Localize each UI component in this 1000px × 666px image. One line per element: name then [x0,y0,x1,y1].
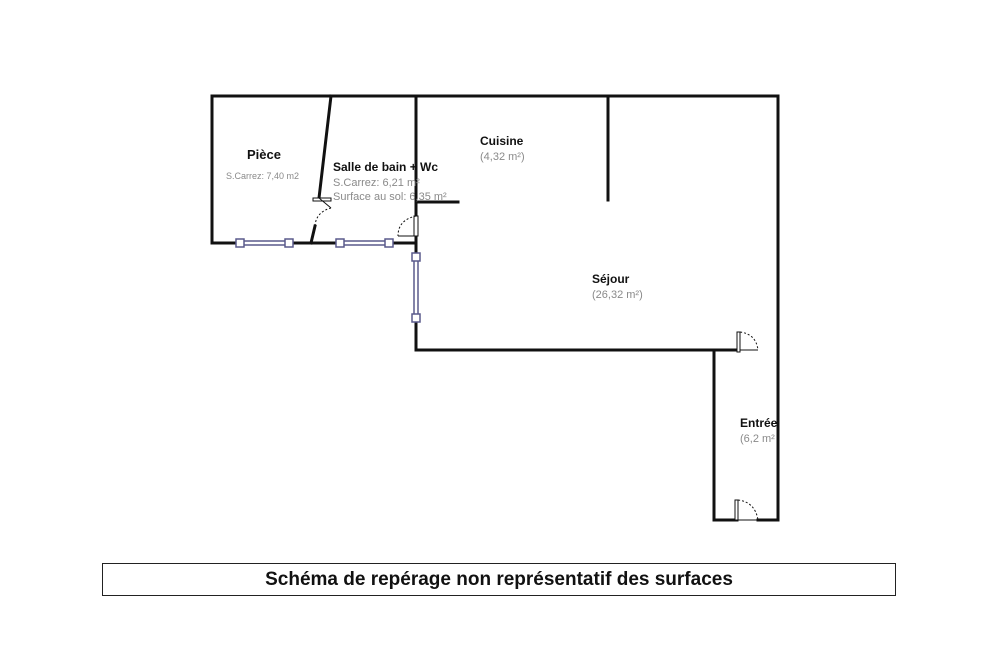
room-name-entree: Entrée [740,416,778,430]
room-labels: Pièce S.Carrez: 7,40 m2 Salle de bain + … [226,134,778,445]
wall-piece-sdb-slanted-lower [309,224,317,245]
window-sejour [411,252,421,323]
plan-disclaimer-caption: Schéma de repérage non représentatif des… [102,563,896,596]
windows [235,238,421,323]
room-name-piece: Pièce [247,147,281,162]
room-name-cuisine: Cuisine [480,134,524,148]
room-area-sejour: (26,32 m²) [592,289,643,301]
doors [312,197,759,521]
door-salle-de-bain [397,215,419,237]
room-area-piece: S.Carrez: 7,40 m2 [226,171,299,181]
door-piece [312,197,332,227]
room-area-cuisine: (4,32 m²) [480,151,525,163]
room-area-salle-de-bain-carrez: S.Carrez: 6,21 m² [333,177,420,189]
room-area-salle-de-bain-sol: Surface au sol: 6,35 m² [333,191,447,203]
room-area-entree: (6,2 m² [740,433,775,445]
room-name-salle-de-bain: Salle de bain + Wc [333,160,438,174]
window-salle-de-bain [335,238,394,248]
door-entree [734,499,759,521]
window-piece [235,238,294,248]
room-name-sejour: Séjour [592,272,630,286]
walls [210,94,780,522]
door-sejour-entree [736,331,759,353]
wall-piece-sdb-slanted-upper [317,94,333,200]
